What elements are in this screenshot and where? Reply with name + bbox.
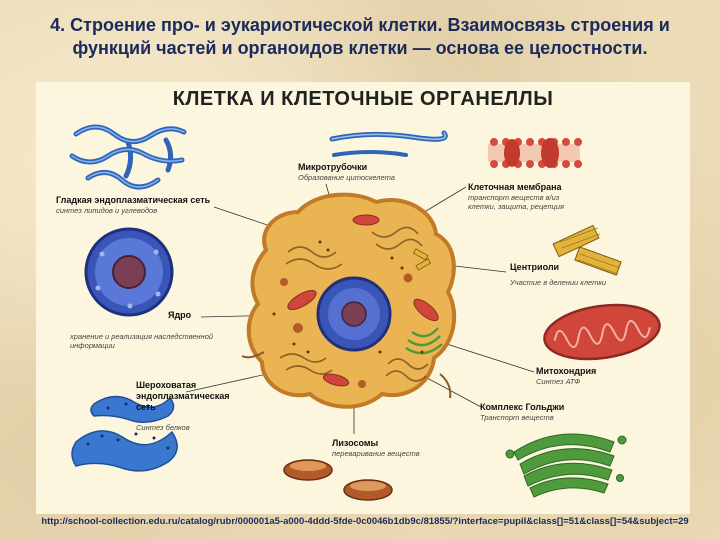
mitochondria-illustration (543, 303, 661, 361)
membrane-illustration (488, 138, 582, 168)
label-rough-er: Шероховатая эндоплазматическая сеть Синт… (136, 380, 230, 432)
label-membrane: Клеточная мембрана транспорт веществ в/и… (468, 182, 565, 211)
label-golgi: Комплекс Гольджи Транспорт веществ (480, 402, 565, 422)
figure-title: КЛЕТКА И КЛЕТОЧНЫЕ ОРГАНЕЛЛЫ (172, 88, 554, 110)
rough-er-illustration (71, 395, 178, 472)
golgi-illustration (505, 433, 627, 498)
cell-diagram (69, 124, 661, 501)
figure-panel: КЛЕТКА И КЛЕТОЧНЫЕ ОРГАНЕЛЛЫ Гладкая энд… (36, 82, 690, 514)
label-nucleus: Ядро (168, 310, 192, 320)
slide-title: 4. Строение про- и эукариотической клетк… (50, 15, 670, 58)
label-smooth-er: Гладкая эндоплазматическая сеть синтез л… (56, 195, 211, 215)
label-nucleus-desc: хранение и реализация наследственной инф… (70, 332, 214, 350)
label-lysosomes: Лизосомы переваривание веществ (332, 438, 420, 458)
label-microtubules: Микротрубочки Образование цитоскелета (298, 162, 395, 182)
main-cell (241, 192, 457, 409)
microtubules-illustration (329, 130, 448, 157)
nucleus-illustration (84, 227, 174, 317)
label-mitochondria: Митохондрия Синтез АТФ (536, 366, 597, 386)
label-centrioles: Центриоли Участие в делении клетки (510, 262, 607, 287)
centrioles-illustration (552, 224, 622, 276)
lysosomes-illustration (283, 459, 393, 501)
source-url: http://school-collection.edu.ru/catalog/… (41, 516, 689, 527)
